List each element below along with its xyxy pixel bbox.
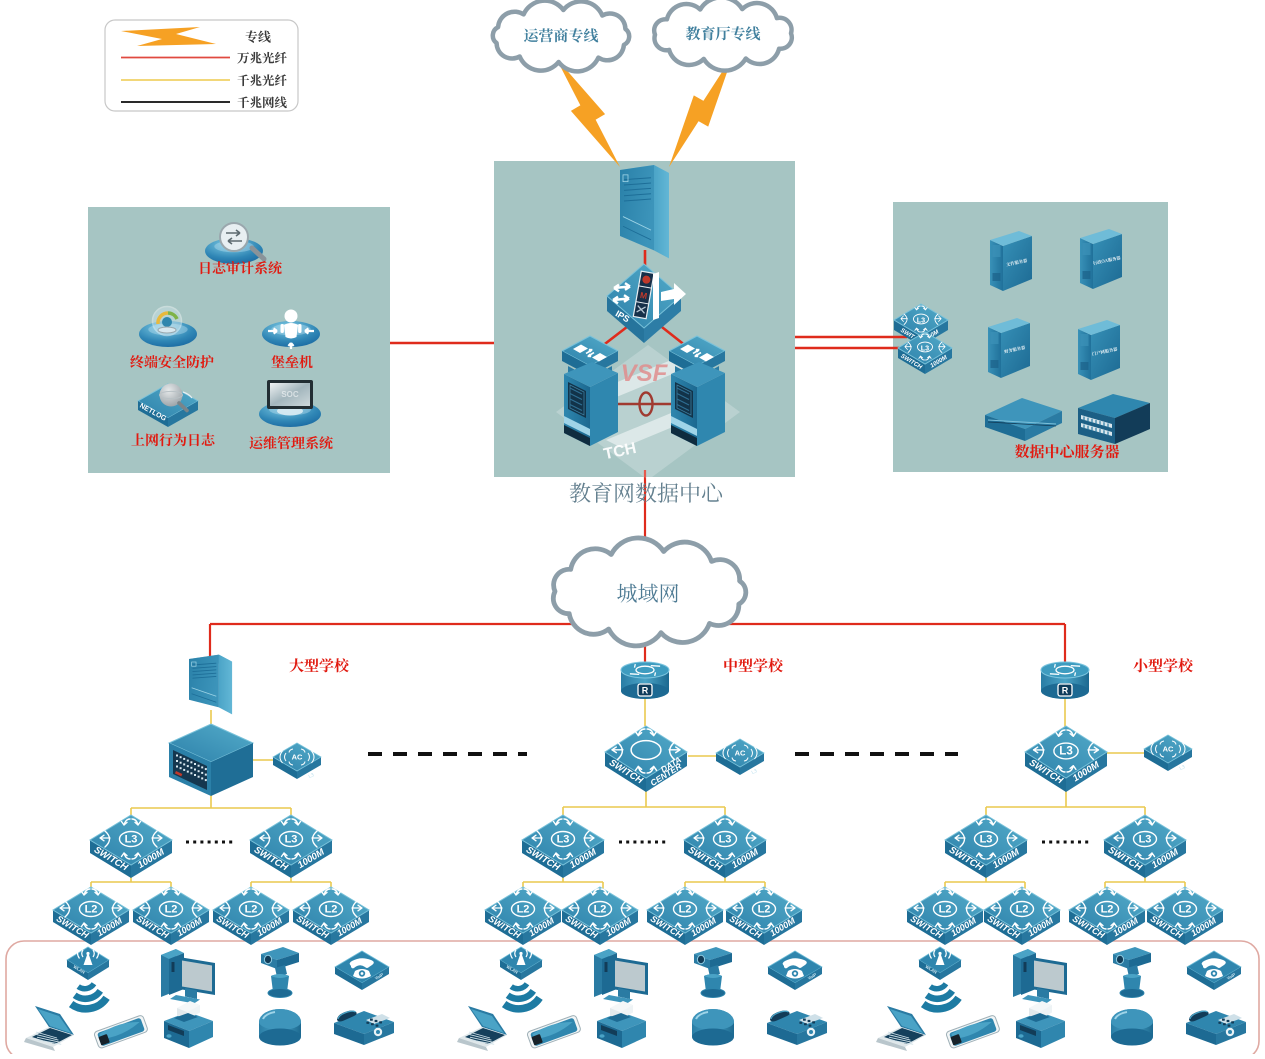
svg-text:L2: L2 [245,904,258,916]
svg-text:R: R [642,686,649,696]
svg-text:L3: L3 [1059,745,1073,758]
svg-text:VSF: VSF [621,360,669,387]
svg-text:L3: L3 [917,316,925,325]
svg-text:TCH: TCH [602,440,638,463]
svg-text:L3: L3 [719,834,732,846]
svg-text:L3: L3 [125,834,138,846]
svg-text:L2: L2 [679,904,692,916]
svg-text:M: M [639,290,648,301]
svg-text:L3: L3 [1179,764,1187,772]
svg-text:L3: L3 [921,344,929,353]
svg-text:L2: L2 [939,904,952,916]
svg-text:0M: 0M [930,329,941,339]
svg-text:SOC: SOC [281,390,299,399]
svg-text:L2: L2 [1016,904,1029,916]
svg-text:L2: L2 [594,904,607,916]
svg-text:L2: L2 [1101,904,1114,916]
svg-text:L3: L3 [1139,834,1152,846]
svg-text:L2: L2 [1179,904,1192,916]
svg-text:L2: L2 [758,904,771,916]
svg-text:L2: L2 [165,904,178,916]
svg-text:L3: L3 [308,772,316,780]
svg-text:AC: AC [292,753,303,762]
svg-text:L2: L2 [325,904,338,916]
svg-text:L2: L2 [517,904,530,916]
svg-text:L3: L3 [751,768,759,776]
svg-text:AC: AC [735,749,746,758]
svg-text:L3: L3 [285,834,298,846]
svg-text:R: R [1062,686,1069,696]
svg-text:L3: L3 [980,834,993,846]
svg-text:L3: L3 [557,834,570,846]
svg-text:AC: AC [1163,745,1174,754]
svg-text:L2: L2 [85,904,98,916]
